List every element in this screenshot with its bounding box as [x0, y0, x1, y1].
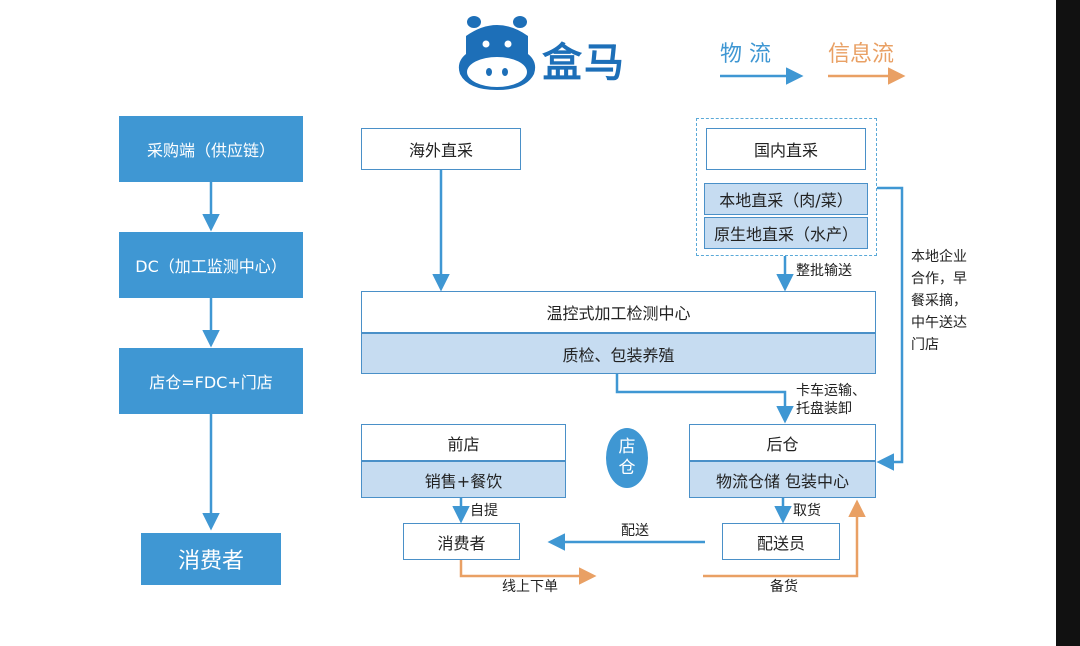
overseas-box: 海外直采 — [361, 128, 521, 170]
truck-label-line: 托盘装卸 — [796, 401, 852, 417]
procurement-box: 采购端（供应链） — [119, 116, 303, 182]
back-sub-box: 物流仓储 包装中心 — [689, 461, 876, 498]
center-box: 温控式加工检测中心 — [361, 291, 876, 333]
consumer-box: 消费者 — [403, 523, 520, 560]
dc-box: DC（加工监测中心） — [119, 232, 303, 298]
local-note-line: 合作，早 — [911, 271, 967, 287]
self-pick-label: 自提 — [470, 503, 498, 519]
truck-label-line: 卡车运输、 — [796, 383, 866, 399]
batch-label: 整批输送 — [796, 263, 852, 279]
domestic-box: 国内直采 — [706, 128, 866, 170]
truck-label: 卡车运输、 托盘装卸 — [796, 382, 866, 418]
window-edge — [1056, 0, 1080, 646]
logo: 盒马 — [456, 14, 636, 90]
arrow-local-bypass — [876, 186, 904, 471]
front-sub-box: 销售+餐饮 — [361, 461, 566, 498]
local-note-line: 门店 — [911, 337, 939, 353]
arrow-stock — [703, 499, 866, 578]
logo-text: 盒马 — [542, 40, 626, 86]
consumer-box-left: 消费者 — [141, 533, 281, 585]
hippo-icon — [458, 16, 536, 90]
legend-logistics: 物 流 — [720, 42, 771, 67]
origin-box: 原生地直采（水产） — [704, 217, 868, 249]
arrow-qc-backwh — [615, 374, 794, 424]
qc-box: 质检、包装养殖 — [361, 333, 876, 374]
front-store-box: 前店 — [361, 424, 566, 461]
online-order-label: 线上下单 — [502, 579, 558, 595]
local-note-line: 本地企业 — [911, 249, 967, 265]
store-warehouse-box: 店仓=FDC+门店 — [119, 348, 303, 414]
store-tag: 店 仓 — [606, 428, 648, 488]
delivery-label: 配送 — [621, 523, 649, 539]
courier-box: 配送员 — [722, 523, 840, 560]
local-box: 本地直采（肉/菜） — [704, 183, 868, 215]
pick-up-label: 取货 — [793, 503, 821, 519]
domestic-group — [696, 118, 877, 256]
local-note-line: 中午送达 — [911, 315, 967, 331]
connectors — [202, 67, 906, 585]
store-tag-line: 店 — [618, 436, 636, 457]
local-note: 本地企业 合作，早 餐采摘， 中午送达 门店 — [911, 246, 967, 356]
back-wh-box: 后仓 — [689, 424, 876, 461]
store-tag-line: 仓 — [618, 458, 636, 478]
legend-info: 信息流 — [828, 42, 895, 67]
local-note-line: 餐采摘， — [911, 293, 967, 309]
arrow-online-order — [459, 560, 597, 585]
stock-label: 备货 — [770, 579, 798, 595]
